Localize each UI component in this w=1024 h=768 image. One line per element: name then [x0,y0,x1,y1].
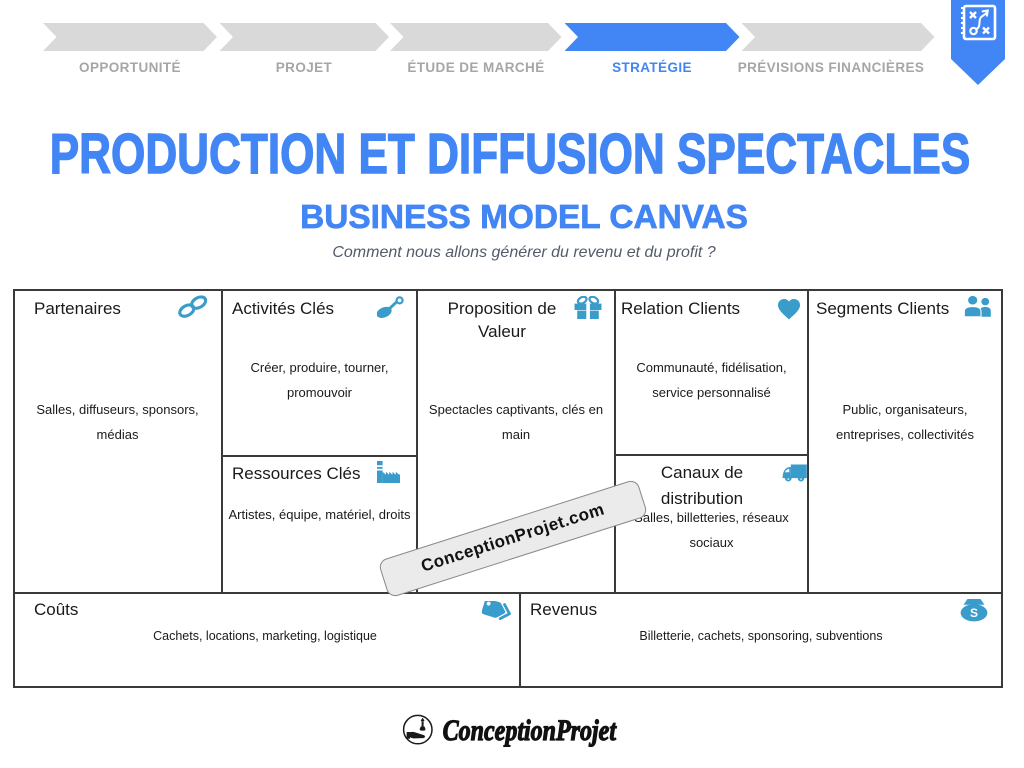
svg-text:S: S [970,606,978,620]
